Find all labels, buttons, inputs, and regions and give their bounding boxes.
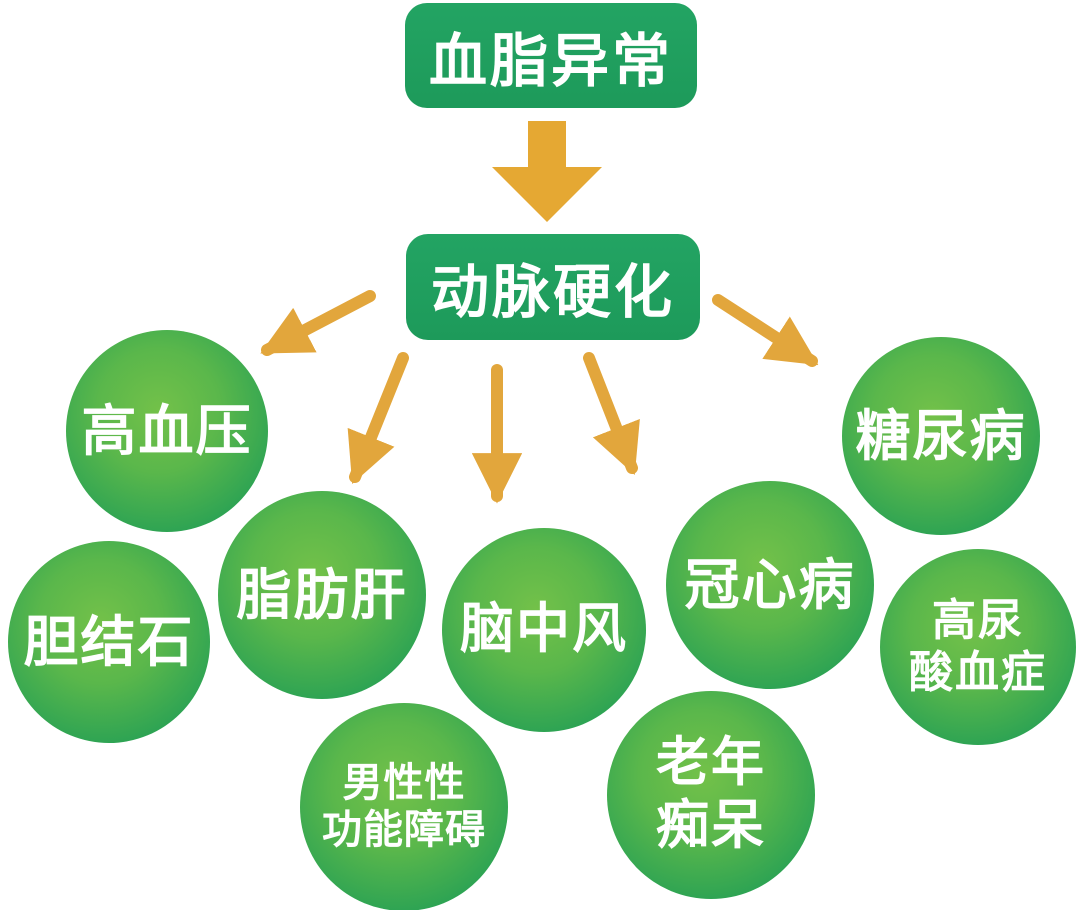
- node-hypertension: 高血压: [66, 330, 268, 532]
- arrow-to-fatty-liver-icon: [347, 352, 409, 485]
- node-label: 胆结石: [23, 610, 195, 673]
- node-label: 糖尿病: [855, 404, 1027, 467]
- node-gallstone: 胆结石: [8, 541, 210, 743]
- node-hyperuricemia: 高尿 酸血症: [880, 549, 1076, 745]
- node-label-line2: 痴呆: [656, 796, 766, 855]
- arrow-to-coronary-icon: [583, 352, 640, 476]
- node-male-sexual-dysfunction: 男性性 功能障碍: [300, 703, 508, 910]
- arrow-to-hypertension-icon: [260, 290, 376, 356]
- node-label-line2: 功能障碍: [322, 808, 486, 852]
- thick-down-block-arrow-icon: [492, 121, 602, 222]
- hub-node-label: 动脉硬化: [430, 260, 675, 325]
- node-stroke: 脑中风: [442, 528, 646, 732]
- node-label: 高血压: [81, 399, 253, 462]
- node-label: 冠心病: [684, 553, 856, 616]
- node-fatty-liver: 脂肪肝: [218, 491, 426, 699]
- arrow-to-diabetes-icon: [712, 294, 819, 367]
- root-node-label: 血脂异常: [428, 28, 673, 94]
- node-label-line1: 高尿: [932, 596, 1024, 646]
- node-senile-dementia: 老年 痴呆: [607, 691, 815, 899]
- hub-node-arteriosclerosis: 动脉硬化: [406, 234, 700, 340]
- node-label: 脂肪肝: [236, 563, 408, 626]
- node-label: 脑中风: [460, 599, 628, 660]
- node-label-line1: 老年: [656, 733, 766, 793]
- node-coronary-heart-disease: 冠心病: [666, 481, 874, 689]
- node-diabetes: 糖尿病: [842, 337, 1040, 535]
- node-label-line2: 酸血症: [909, 648, 1047, 697]
- node-label-line1: 男性性: [342, 760, 466, 805]
- root-node-dyslipidemia: 血脂异常: [405, 3, 697, 108]
